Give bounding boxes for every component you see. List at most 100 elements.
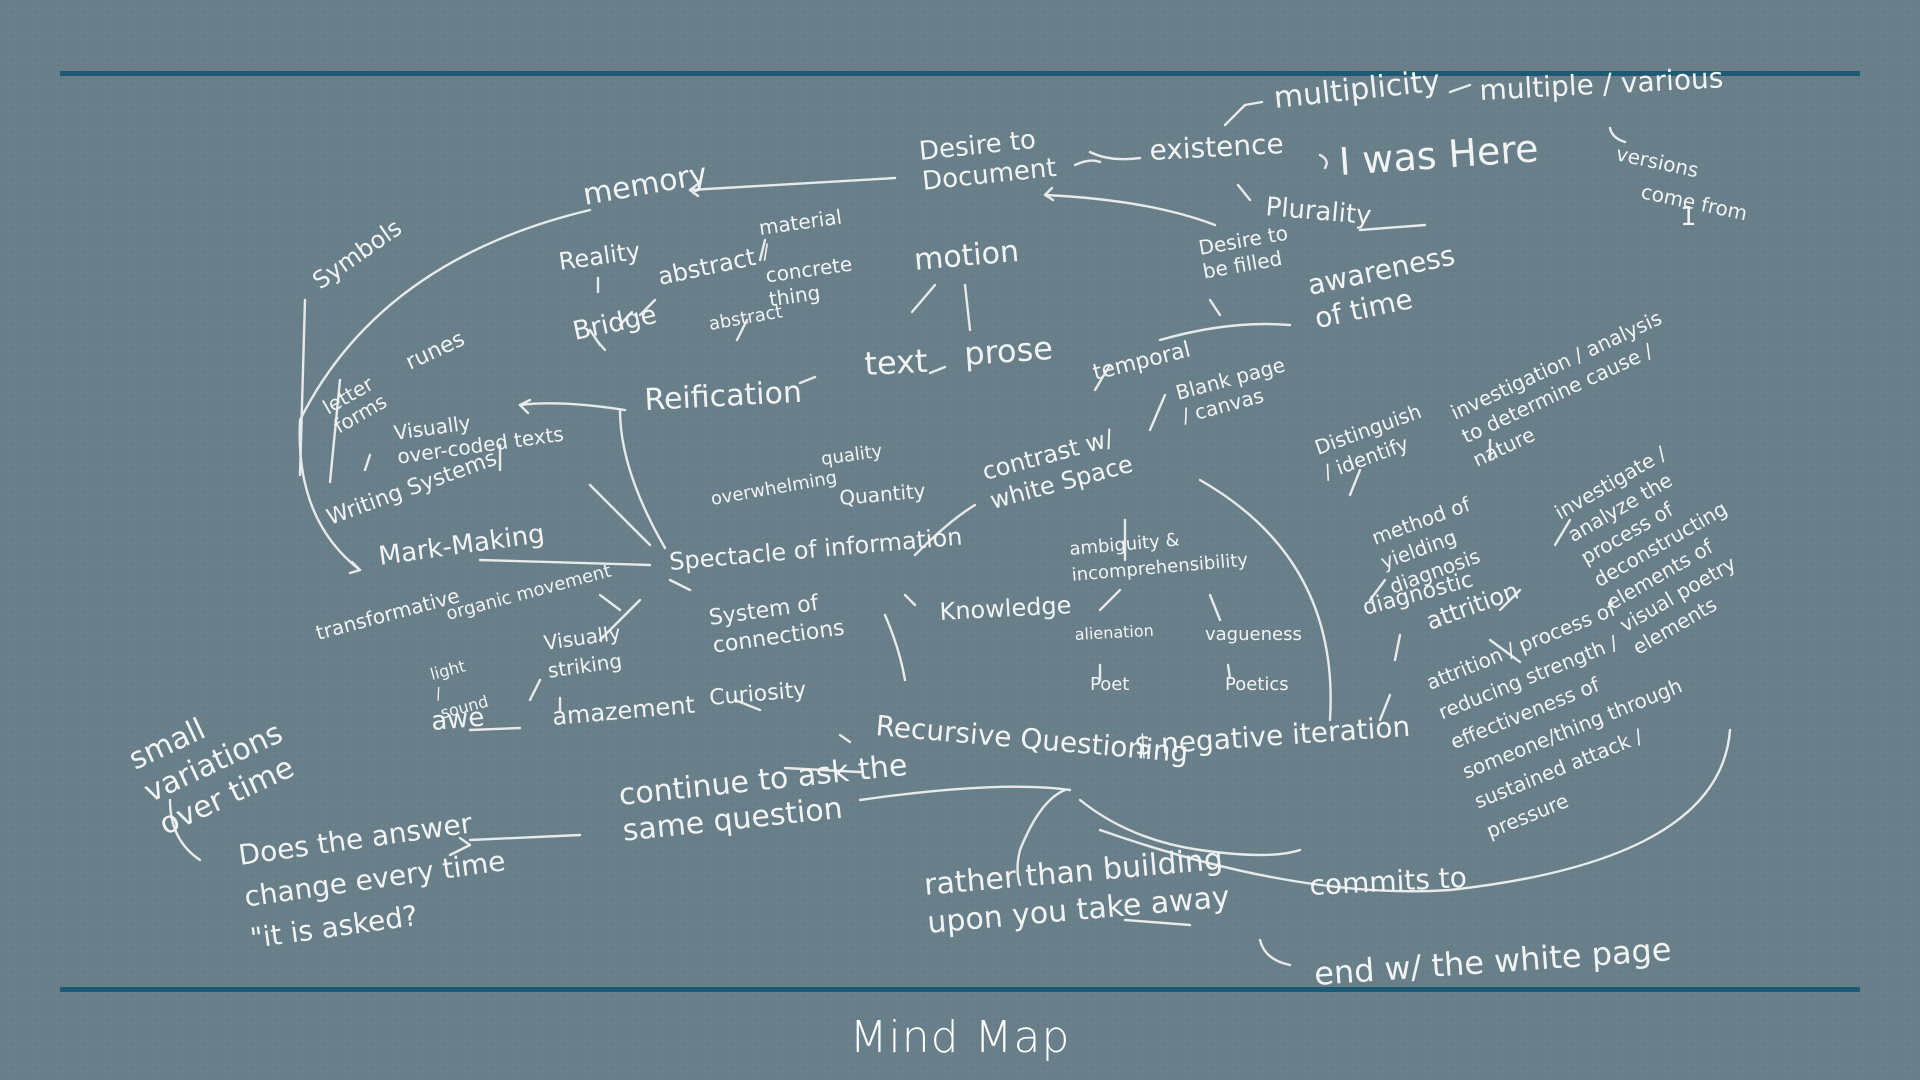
node-motion: motion [913,234,1021,278]
node-bridge: Bridge [570,300,659,347]
connector-stroke [1608,126,1627,144]
node-quantity: Quantity [838,479,926,510]
node-small-variations: smallvariationsover time [124,683,304,843]
connector-stroke [783,766,862,774]
connector-stroke [1258,938,1292,967]
connector-stroke [298,298,307,477]
node-abstract: abstract [655,243,758,291]
node-poetics: Poetics [1225,674,1289,695]
connector-stroke [1488,638,1522,664]
node-multiple: multiple / various [1479,61,1724,107]
node-knowledge: Knowledge [939,591,1072,626]
connector-stroke [1073,159,1102,167]
node-desire-fill: Desire tobe filled [1197,221,1294,284]
node-spectacle: Spectacle of information [668,522,963,576]
connector-stroke [913,503,977,557]
connector-stroke [838,733,852,744]
connector-stroke [1236,183,1252,202]
connector-stroke [1226,663,1232,680]
node-does-answer: Does the answerchange every time"it is a… [236,803,513,955]
node-letter-forms: letterforms [319,370,391,438]
connector-stroke [1043,186,1055,202]
node-awe: awe [430,702,486,737]
connector-stroke [468,726,522,732]
node-end: end w/ the white page [1313,930,1673,993]
connector-stroke [1148,393,1167,432]
connector-stroke [758,238,767,262]
connector-stroke [668,578,692,592]
node-vagueness: vagueness [1205,624,1302,645]
connector-stroke [1078,798,1302,857]
node-runes: runes [402,327,469,376]
connector-stroke [1088,150,1142,161]
connector-stroke [858,785,1072,802]
node-contrast: contrast w/white Space [979,421,1135,515]
connector-stroke [618,310,634,327]
connector-stroke [688,176,897,192]
caption: Mind Map [849,1012,1071,1063]
node-system: System ofconnections [707,588,846,659]
node-organic: organic movement [444,561,614,625]
connector-stroke [1318,153,1328,170]
connector-stroke [588,483,652,547]
connector-stroke [1358,223,1427,232]
connector-stroke [1348,468,1362,497]
node-temporal: temporal [1090,337,1193,385]
node-versions: versions [1614,141,1701,182]
node-rather: rather than buildingupon you take away [923,842,1231,941]
connector-stroke [963,283,972,332]
connector-stroke [1208,298,1222,317]
connector-stroke [1016,788,1067,887]
connector-stroke [1498,588,1522,612]
node-awareness: awarenessof time [1305,238,1465,335]
connector-stroke [348,560,362,575]
connector-stroke [688,182,700,198]
node-quality: quality [820,441,884,470]
node-distinguish: Distinguish/ identify [1312,399,1434,484]
connector-stroke [733,698,762,712]
node-commits: commits to [1309,861,1468,902]
connector-stroke [1198,478,1332,722]
node-one: 1 [1680,202,1697,232]
connector-stroke [1093,363,1112,392]
node-overwhelming: overwhelming [709,467,838,510]
node-i-was-here: I was Here [1338,126,1540,184]
node-curiosity: Curiosity [708,678,807,711]
connector-stroke [1448,83,1472,94]
connector-stroke [883,613,907,682]
node-material: material/concretething [757,204,857,311]
connector-stroke [598,593,622,612]
connector-stroke [596,340,607,352]
bottom-rule [60,987,1860,992]
node-existence: existence [1149,127,1285,167]
connector-stroke [468,833,582,842]
connector-stroke [1393,633,1402,662]
node-text: text [863,342,928,383]
connector-stroke [448,836,472,857]
node-memory: memory [580,157,710,213]
node-transformative: transformative [313,583,462,644]
node-alienation: alienation [1074,621,1154,644]
connector-stroke [598,598,642,642]
connector-stroke [298,208,592,572]
connector-stroke [638,298,657,317]
connector-stroke [910,283,937,314]
node-negative: $ negative iteration [1133,710,1411,762]
connector-stroke [1098,728,1732,893]
top-rule [60,71,1860,76]
connector-stroke [618,408,667,550]
connector-stroke [903,593,917,607]
connector-stroke [1158,322,1292,342]
connector-stroke [1043,193,1217,227]
node-mark-making: Mark-Making [377,519,547,572]
connector-stroke [1368,578,1387,602]
connector-stroke [1208,593,1222,622]
connector-stroke [363,453,372,472]
connector-stroke [798,375,817,385]
connector-stroke [478,558,652,567]
connector-stroke [518,398,532,415]
connector-stroke [1098,588,1122,612]
connector-stroke [168,798,202,862]
